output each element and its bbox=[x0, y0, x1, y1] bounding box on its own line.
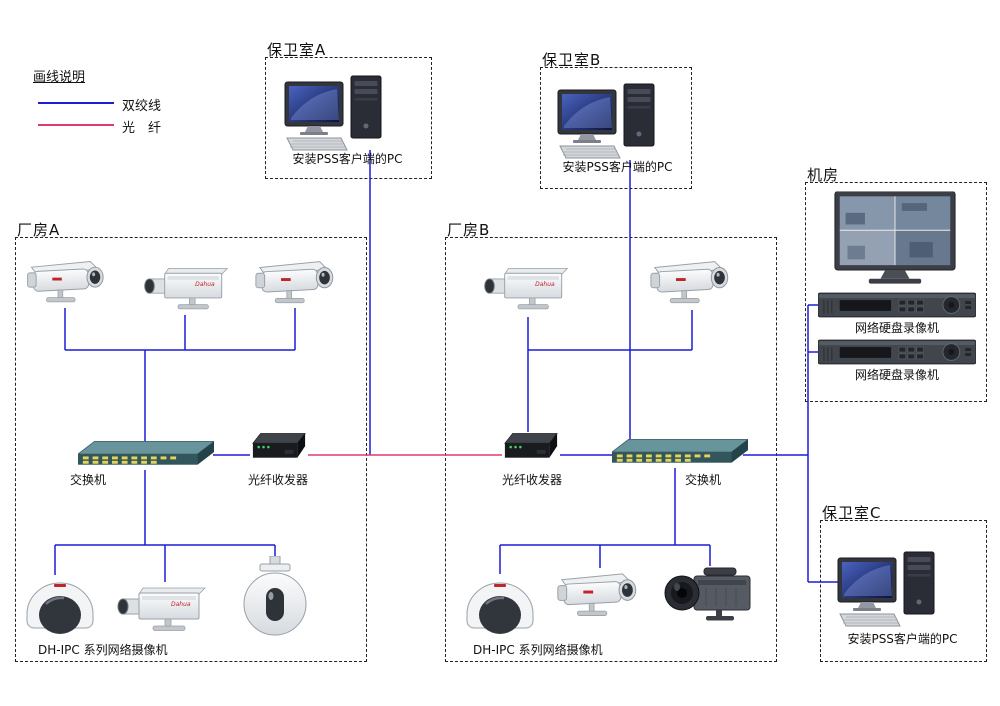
guard-room-c-title: 保卫室C bbox=[822, 504, 882, 522]
legend-fiber-label: 光 纤 bbox=[122, 121, 162, 136]
factory-b-box-camera-top: Dahua bbox=[480, 260, 575, 315]
dahua-logo: Dahua bbox=[171, 601, 191, 609]
box-camera-icon bbox=[113, 580, 213, 636]
factory-b-switch-label: 交换机 bbox=[685, 473, 722, 487]
nvr-top bbox=[818, 292, 976, 318]
guard-b-pc-label: 安装PSS客户端的PC bbox=[562, 160, 673, 174]
zone-guard-room-a bbox=[265, 57, 432, 179]
desktop-pc-icon bbox=[556, 82, 661, 160]
guard-a-pc-label: 安装PSS客户端的PC bbox=[292, 152, 403, 166]
factory-a-box-camera-bottom: Dahua bbox=[113, 580, 213, 636]
factory-a-fiber-transceiver bbox=[250, 432, 308, 466]
guard-a-pc bbox=[283, 74, 388, 152]
nvr-bottom-label: 网络硬盘录像机 bbox=[854, 368, 939, 382]
factory-b-bullet-camera-top bbox=[643, 252, 740, 310]
factory-a-ptz-dome-camera bbox=[240, 556, 310, 644]
zone-guard-room-c bbox=[820, 520, 987, 662]
zone-guard-room-b bbox=[540, 67, 692, 189]
legend-twisted-pair-label: 双绞线 bbox=[122, 99, 162, 114]
factory-b-transceiver-label: 光纤收发器 bbox=[501, 473, 562, 487]
factory-b-dome-camera bbox=[460, 572, 540, 634]
factory-a-bullet-camera-1 bbox=[20, 252, 115, 309]
zone-machine-room bbox=[805, 182, 987, 402]
bullet-camera-icon bbox=[550, 564, 648, 623]
fiber-transceiver-icon bbox=[502, 432, 560, 466]
machine-room-title: 机房 bbox=[807, 166, 840, 184]
twisted-pair-wires bbox=[54, 150, 843, 583]
ethernet-switch-icon bbox=[78, 440, 214, 470]
nvr-icon bbox=[818, 339, 976, 365]
bullet-camera-icon bbox=[20, 252, 115, 309]
dome-camera-icon bbox=[20, 572, 100, 634]
factory-a-bullet-camera-2 bbox=[248, 252, 345, 310]
dahua-logo: Dahua bbox=[195, 281, 215, 288]
dome-camera-icon bbox=[460, 572, 540, 634]
factory-b-title: 厂房B bbox=[447, 221, 491, 239]
factory-b-cameras-label: DH-IPC 系列网络摄像机 bbox=[473, 643, 603, 657]
nvr-top-label: 网络硬盘录像机 bbox=[854, 321, 939, 335]
factory-b-fiber-transceiver bbox=[502, 432, 560, 466]
quad-view-monitor-icon bbox=[832, 190, 958, 287]
guard-b-pc bbox=[556, 82, 661, 160]
zone-factory-b bbox=[445, 237, 777, 662]
ethernet-switch-icon bbox=[612, 438, 748, 468]
factory-b-switch bbox=[612, 438, 748, 468]
guard-room-b-title: 保卫室B bbox=[542, 51, 602, 69]
guard-room-a-title: 保卫室A bbox=[267, 41, 327, 59]
dahua-logo: Dahua bbox=[535, 281, 555, 288]
nvr-icon bbox=[818, 292, 976, 318]
desktop-pc-icon bbox=[836, 550, 941, 628]
box-camera-icon bbox=[480, 260, 575, 315]
box-camera-icon bbox=[140, 260, 235, 315]
guard-c-pc-label: 安装PSS客户端的PC bbox=[847, 632, 958, 646]
fiber-transceiver-icon bbox=[250, 432, 308, 466]
factory-a-switch bbox=[78, 440, 214, 470]
ptz-dome-camera-icon bbox=[240, 556, 310, 644]
large-lens-camera-icon bbox=[660, 564, 760, 626]
factory-a-box-camera-top: Dahua bbox=[140, 260, 235, 315]
factory-b-bullet-camera-bottom bbox=[550, 564, 648, 623]
desktop-pc-icon bbox=[283, 74, 388, 152]
bullet-camera-icon bbox=[248, 252, 345, 310]
zone-factory-a bbox=[15, 237, 367, 662]
machine-room-monitor bbox=[832, 190, 958, 287]
factory-a-dome-camera bbox=[20, 572, 100, 634]
nvr-bottom bbox=[818, 339, 976, 365]
factory-b-biglens-camera bbox=[660, 564, 760, 626]
bullet-camera-icon bbox=[643, 252, 740, 310]
factory-a-cameras-label: DH-IPC 系列网络摄像机 bbox=[38, 643, 168, 657]
legend-fiber-line bbox=[38, 124, 114, 126]
factory-a-title: 厂房A bbox=[17, 221, 61, 239]
factory-a-transceiver-label: 光纤收发器 bbox=[247, 473, 308, 487]
legend-title: 画线说明 bbox=[33, 70, 86, 85]
guard-c-pc bbox=[836, 550, 941, 628]
factory-a-switch-label: 交换机 bbox=[70, 473, 107, 487]
legend-twisted-pair-line bbox=[38, 102, 114, 104]
